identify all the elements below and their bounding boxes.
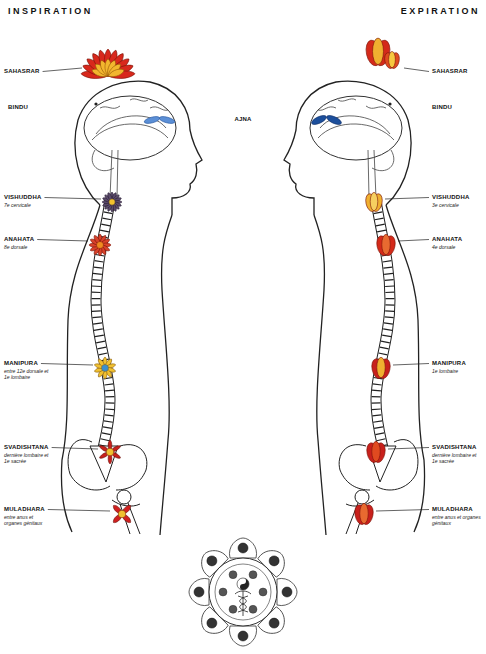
lotus-bud bbox=[383, 51, 400, 69]
emblem-symbol bbox=[229, 605, 237, 613]
lotus-petal bbox=[107, 67, 125, 79]
emblem-symbol bbox=[249, 571, 257, 579]
emblem-petal bbox=[277, 578, 297, 605]
emblem-symbol bbox=[238, 631, 248, 641]
lotus-centre bbox=[101, 364, 108, 371]
emblem-petal bbox=[229, 538, 256, 558]
chakra-label: SAHASRAR bbox=[432, 68, 468, 75]
chakra-label: MULADHARA bbox=[4, 506, 45, 513]
emblem-ring bbox=[209, 558, 277, 626]
breath-heading: INSPIRATION bbox=[8, 6, 93, 17]
emblem-symbol bbox=[194, 587, 204, 597]
ajna-wing bbox=[310, 114, 342, 127]
chakra-label: MULADHARA bbox=[432, 506, 473, 513]
leader-line bbox=[48, 510, 110, 512]
emblem bbox=[189, 538, 297, 646]
open-lotus bbox=[112, 504, 132, 524]
emblem-symbol bbox=[282, 587, 292, 597]
lotus-group bbox=[81, 38, 401, 526]
vertebra-note: 3e cervicale bbox=[432, 202, 482, 208]
ajna-wing bbox=[144, 115, 176, 125]
vertebra-note: entre 12e dorsale et 1e lombaire bbox=[4, 368, 50, 380]
expiration-figure bbox=[284, 81, 425, 535]
vertebra-note: dernière lombaire et 1e sacrée bbox=[432, 452, 482, 464]
lotus-centre bbox=[118, 510, 126, 518]
inspiration-figure bbox=[61, 81, 202, 535]
chakra-label: VISHUDDHA bbox=[4, 194, 41, 201]
chakra-label: VISHUDDHA bbox=[432, 194, 469, 201]
leader-line bbox=[37, 240, 88, 242]
vertebra-note: 7e cervicale bbox=[4, 202, 50, 208]
leader-line bbox=[388, 448, 429, 450]
open-lotus bbox=[89, 234, 111, 256]
leader-line bbox=[398, 240, 429, 242]
leader-line bbox=[385, 198, 429, 200]
emblem-symbol bbox=[229, 571, 237, 579]
emblem-symbol bbox=[259, 588, 267, 596]
vertebra-note: entre anus et organes génitaux bbox=[432, 514, 482, 526]
chakra-label: SVADISHTANA bbox=[4, 444, 49, 451]
lotus-centre bbox=[109, 199, 115, 205]
leader-line bbox=[404, 68, 429, 72]
emblem-symbol bbox=[269, 556, 279, 566]
open-lotus bbox=[102, 192, 122, 212]
emblem-ring bbox=[215, 564, 271, 620]
chakra-label: AJNA bbox=[234, 116, 251, 123]
chakra-label: MANIPURA bbox=[432, 360, 466, 367]
chakra-label: ANAHATA bbox=[432, 236, 462, 243]
vertebra-note: entre anus et organes génitaux bbox=[4, 514, 50, 526]
lotus-centre bbox=[96, 241, 103, 248]
emblem-symbol bbox=[238, 543, 248, 553]
leader-line bbox=[376, 510, 429, 512]
leader-line bbox=[43, 68, 82, 72]
leader-line bbox=[44, 198, 101, 200]
lotus-bud bbox=[364, 192, 384, 212]
emblem-petal bbox=[189, 578, 209, 605]
open-lotus bbox=[99, 440, 122, 464]
chakra-label: MANIPURA bbox=[4, 360, 38, 367]
lotus-centre bbox=[106, 448, 114, 456]
emblem-petal bbox=[229, 626, 256, 646]
leader-line bbox=[41, 364, 93, 366]
open-lotus bbox=[94, 357, 116, 379]
leader-line bbox=[393, 364, 429, 366]
breath-heading: EXPIRATION bbox=[401, 6, 480, 17]
emblem-symbol bbox=[249, 605, 257, 613]
vertebra-note: 1e lombaire bbox=[432, 368, 482, 374]
vertebra-note: 4e dorsale bbox=[432, 244, 482, 250]
open-lotus bbox=[91, 59, 125, 79]
yin-yang bbox=[237, 578, 249, 590]
open-lotus bbox=[81, 49, 135, 80]
lotus-bud bbox=[370, 357, 392, 379]
emblem-symbol bbox=[207, 618, 217, 628]
leader-line bbox=[52, 448, 98, 450]
chakra-label: SVADISHTANA bbox=[432, 444, 477, 451]
vertebra-note: dernière lombaire et 1e sacrée bbox=[4, 452, 50, 464]
emblem-symbol bbox=[219, 588, 227, 596]
emblem-symbol bbox=[269, 618, 279, 628]
chakra-label: ANAHATA bbox=[4, 236, 34, 243]
chakra-label: BINDU bbox=[432, 104, 452, 111]
emblem-symbol bbox=[207, 556, 217, 566]
lotus-bud bbox=[365, 441, 387, 463]
chakra-label: SAHASRAR bbox=[4, 68, 40, 75]
vertebra-note: 8e dorsale bbox=[4, 244, 50, 250]
caduceus bbox=[235, 591, 251, 616]
lotus-bud bbox=[353, 503, 375, 525]
chakra-label: BINDU bbox=[8, 104, 28, 111]
lotus-bud bbox=[375, 234, 397, 256]
